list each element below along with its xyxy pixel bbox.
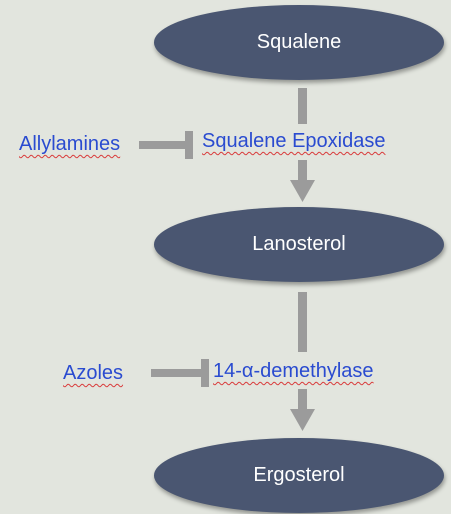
arrow-to-lanosterol (290, 180, 315, 202)
inhibition-line-azoles (151, 369, 201, 377)
connector-lanosterol-to-demethylase (298, 292, 307, 352)
node-squalene-label: Squalene (256, 31, 342, 53)
node-ergosterol-label: Ergosterol (253, 464, 345, 486)
node-lanosterol: Lanosterol (154, 207, 444, 282)
connector-demethylase-shaft (298, 389, 307, 411)
node-squalene: Squalene (154, 5, 444, 80)
enzyme-14-alpha-demethylase: 14-α-demethylase (213, 360, 374, 382)
inhibition-tee-allylamines (185, 131, 193, 159)
arrow-to-ergosterol (290, 409, 315, 431)
connector-squalene-to-epoxidase (298, 88, 307, 124)
inhibition-line-allylamines (139, 141, 185, 149)
connector-epoxidase-shaft (298, 160, 307, 182)
enzyme-squalene-epoxidase: Squalene Epoxidase (202, 130, 386, 152)
inhibition-tee-azoles (201, 359, 209, 387)
node-lanosterol-label: Lanosterol (252, 233, 346, 255)
node-ergosterol: Ergosterol (154, 438, 444, 513)
inhibitor-allylamines: Allylamines (19, 133, 121, 155)
inhibitor-azoles: Azoles (63, 362, 124, 384)
